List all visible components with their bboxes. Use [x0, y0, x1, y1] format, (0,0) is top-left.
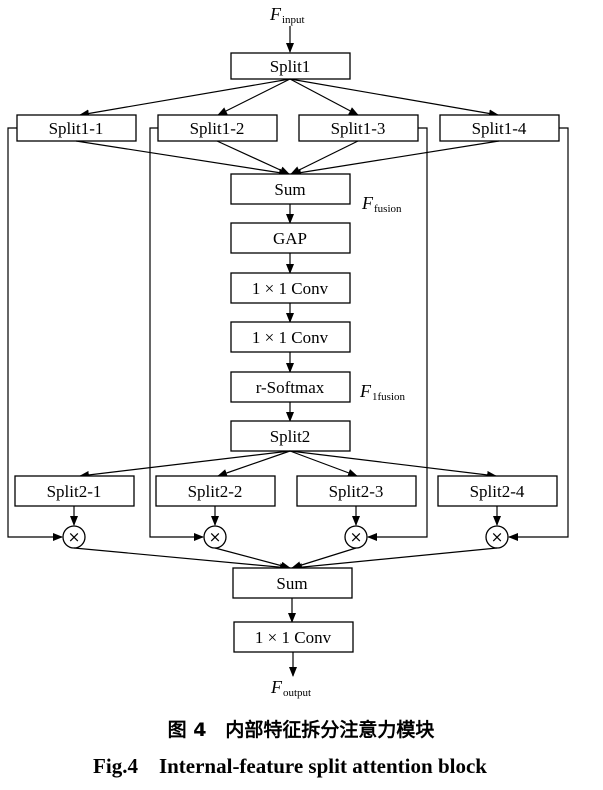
- multiply-node-3: ×: [344, 525, 368, 549]
- arrow-split2-to-2: [217, 450, 291, 477]
- arrow-mul3-to-sum2: [291, 547, 357, 570]
- skip-split1-3: [367, 127, 428, 541]
- skip-split1-2: [149, 127, 204, 541]
- split1-1-box: [16, 114, 137, 142]
- multiply-node-4: ×: [485, 525, 509, 549]
- split2-1-label: Split2-1: [47, 482, 102, 501]
- arrow-1-4-to-sum: [291, 140, 500, 177]
- split2-label: Split2: [270, 427, 311, 446]
- split2-3-box: [296, 475, 417, 507]
- arrow-mul1-to-sum2: [73, 547, 290, 572]
- caption-chinese: 图 4 内部特征拆分注意力模块: [168, 718, 436, 741]
- split2-3-label: Split2-3: [329, 482, 384, 501]
- split2-box: [230, 420, 351, 452]
- conv3-label: 1 × 1 Conv: [255, 628, 332, 647]
- split2-2-box: [155, 475, 276, 507]
- conv1-box: [230, 272, 351, 304]
- split2-2-label: Split2-2: [188, 482, 243, 501]
- arrow-split2-to-4: [289, 450, 497, 479]
- split1-1-label: Split1-1: [49, 119, 104, 138]
- conv1-label: 1 × 1 Conv: [252, 279, 329, 298]
- arrow-split2-to-3: [289, 450, 358, 477]
- split1-3-box: [298, 114, 419, 142]
- arrow-mul2-to-sum2: [214, 547, 291, 570]
- arrow-split2-to-1: [79, 450, 291, 479]
- split1-3-label: Split1-3: [331, 119, 386, 138]
- arrow-1-2-to-sum: [216, 140, 290, 175]
- split1-4-label: Split1-4: [472, 119, 527, 138]
- sum2-label: Sum: [276, 574, 307, 593]
- split2-4-box: [437, 475, 558, 507]
- f-input-label: Finput: [269, 4, 305, 26]
- f-1fusion-label: F1fusion: [359, 381, 406, 403]
- split1-2-label: Split1-2: [190, 119, 245, 138]
- multiply-symbol: ×: [491, 528, 504, 546]
- sum1-label: Sum: [274, 180, 305, 199]
- split2-4-label: Split2-4: [470, 482, 525, 501]
- multiply-symbol: ×: [350, 528, 363, 546]
- gap-label: GAP: [273, 229, 307, 248]
- arrow-split1-to-1: [79, 78, 291, 118]
- skip-split1-4: [508, 127, 569, 541]
- f-fusion-label: Ffusion: [361, 193, 402, 215]
- arrow-mul4-to-sum2: [292, 547, 498, 572]
- multiply-node-2: ×: [203, 525, 227, 549]
- arrow-1-1-to-sum: [75, 140, 289, 177]
- rsoftmax-box: [230, 371, 351, 403]
- rsoftmax-label: r-Softmax: [256, 378, 325, 397]
- multiply-symbol: ×: [68, 528, 81, 546]
- multiply-node-1: ×: [62, 525, 86, 549]
- conv2-label: 1 × 1 Conv: [252, 328, 329, 347]
- arrow-split1-to-4: [289, 78, 499, 118]
- f-output-label: Foutput: [270, 677, 311, 699]
- arrow-1-3-to-sum: [290, 140, 359, 175]
- split2-1-box: [14, 475, 135, 507]
- skip-split1-1: [7, 127, 63, 541]
- caption-english: Fig.4 Internal-feature split attention b…: [93, 754, 487, 778]
- arrow-split1-to-3: [289, 78, 359, 116]
- gap-box: [230, 222, 351, 254]
- sum1-box: [230, 173, 351, 205]
- split1-label: Split1: [270, 57, 311, 76]
- arrow-split1-to-2: [217, 78, 291, 116]
- multiply-symbol: ×: [209, 528, 222, 546]
